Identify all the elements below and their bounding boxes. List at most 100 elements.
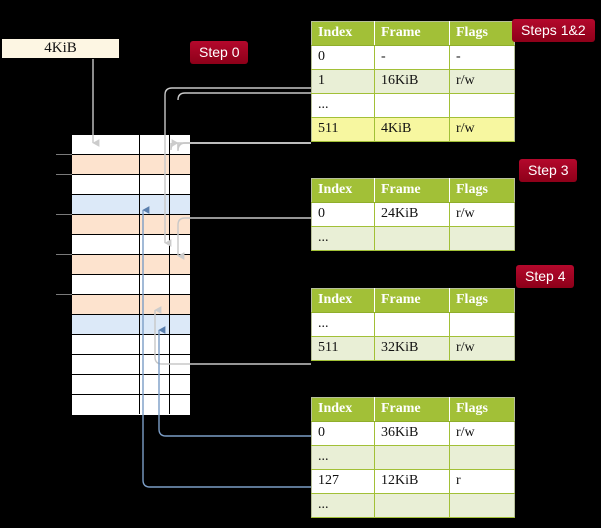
cell-frame-0: 24KiB [374,202,450,227]
table-row: ... [311,445,515,470]
badge-step-0: Step 0 [190,41,249,65]
memory-row-11 [72,355,190,375]
memory-stub-3 [56,214,72,215]
cell-frame-1 [374,445,450,470]
cell-frame-3: 4KiB [374,117,450,142]
cell-flags-1: r/w [449,336,515,361]
badge-step-4: Step 4 [516,265,575,289]
cell-flags-1: r/w [449,69,515,94]
cell-frame-3 [374,493,450,518]
memory-row-10 [72,335,190,355]
column-header-index: Index [311,178,375,203]
memory-row-0 [72,135,190,155]
memory-row-13 [72,395,190,415]
column-header-index: Index [311,21,375,46]
table-row: ... [311,312,515,337]
cell-frame-1 [374,226,450,251]
cell-index-3: ... [311,493,375,518]
column-header-frame: Frame [374,288,450,313]
cell-flags-2: r [449,469,515,494]
badge-step-3: Step 3 [519,159,578,183]
memory-row-1 [72,155,190,175]
memory-column-separator-right [169,134,170,414]
memory-row-5 [72,235,190,255]
badge-steps-1-2-label: Steps 1&2 [521,22,586,38]
cell-frame-0: - [374,45,450,70]
memory-stub-5 [56,294,72,295]
column-header-flags: Flags [449,397,515,422]
cell-index-3: 511 [311,117,375,142]
badge-steps-1-2: Steps 1&2 [512,19,595,43]
table-row: ... [311,493,515,518]
memory-stub-2 [56,174,72,175]
cell-frame-1: 32KiB [374,336,450,361]
cell-flags-0: r/w [449,202,515,227]
badge-step-4-label: Step 4 [525,268,566,284]
physical-memory-column [71,134,191,415]
cell-flags-1 [449,226,515,251]
cell-index-1: 1 [311,69,375,94]
column-header-flags: Flags [449,21,515,46]
badge-step-3-label: Step 3 [528,162,569,178]
cell-index-0: 0 [311,421,375,446]
memory-row-9 [72,315,190,335]
source-frame-label: 4KiB [44,40,77,56]
column-header-index: Index [311,288,375,313]
cell-index-2: 127 [311,469,375,494]
cell-index-0: 0 [311,202,375,227]
memory-column-separator-left [139,134,140,414]
cell-index-1: ... [311,445,375,470]
cell-index-0: ... [311,312,375,337]
cell-frame-2: 12KiB [374,469,450,494]
memory-row-12 [72,375,190,395]
column-header-frame: Frame [374,397,450,422]
cell-frame-1: 16KiB [374,69,450,94]
cell-flags-2 [449,93,515,118]
source-frame-box: 4KiB [1,38,120,59]
table-row: ... [311,226,515,251]
column-header-frame: Frame [374,21,450,46]
cell-flags-0 [449,312,515,337]
badge-step-0-label: Step 0 [199,44,240,60]
cell-index-1: 511 [311,336,375,361]
table-row: ... [311,93,515,118]
cell-flags-0: r/w [449,421,515,446]
cell-flags-0: - [449,45,515,70]
cell-flags-3: r/w [449,117,515,142]
cell-frame-0 [374,312,450,337]
column-header-flags: Flags [449,178,515,203]
column-header-flags: Flags [449,288,515,313]
memory-row-4 [72,215,190,235]
memory-row-3 [72,195,190,215]
cell-frame-2 [374,93,450,118]
cell-index-1: ... [311,226,375,251]
cell-index-2: ... [311,93,375,118]
memory-row-7 [72,275,190,295]
memory-stub-4 [56,254,72,255]
memory-stub-1 [56,154,72,155]
memory-row-8 [72,295,190,315]
column-header-frame: Frame [374,178,450,203]
column-header-index: Index [311,397,375,422]
cell-flags-1 [449,445,515,470]
table-row: 0-- [311,45,515,70]
cell-index-0: 0 [311,45,375,70]
cell-frame-0: 36KiB [374,421,450,446]
memory-row-2 [72,175,190,195]
cell-flags-3 [449,493,515,518]
